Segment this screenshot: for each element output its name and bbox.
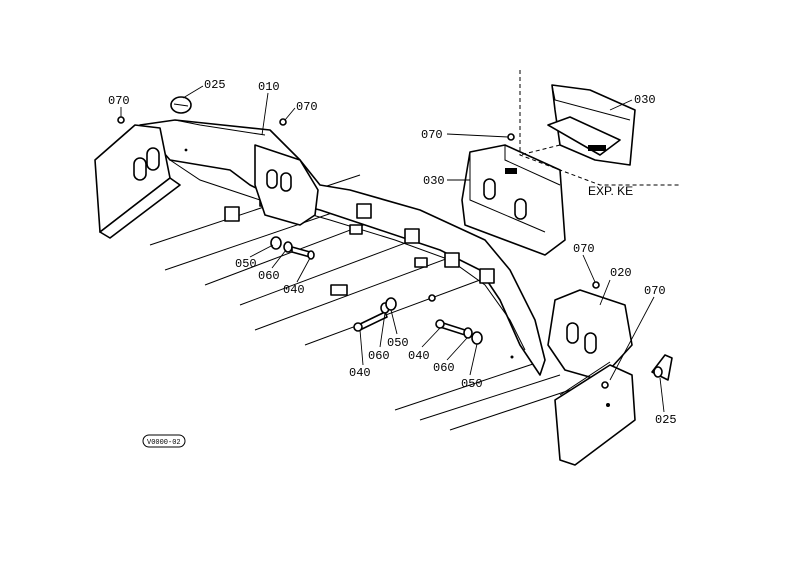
label-060-right: 060 [433,361,455,375]
label-040-middle: 040 [349,366,371,380]
label-025-left: 025 [204,78,226,92]
weight-block-center [461,144,566,256]
drawing-code-stamp: V0000-02 [142,434,186,448]
label-050-upper: 050 [235,257,257,271]
front-bumper-bar [139,119,546,376]
label-070-right: 070 [573,242,595,256]
pin-070-a [117,116,125,124]
label-050-right: 050 [461,377,483,391]
callout-labels: 070 025 010 070 070 030 030 EXP. KE 070 … [108,78,677,427]
label-060-upper: 060 [258,269,280,283]
guide-lines [149,174,571,431]
nut-050-upper [270,236,282,250]
label-040-upper: 040 [283,283,305,297]
pin-070-c [507,133,515,141]
caps-025 [170,96,673,381]
label-010: 010 [258,80,280,94]
label-070-upper: 070 [296,100,318,114]
label-025-right: 025 [655,413,677,427]
right-end-plate [547,289,636,466]
pin-070-e [601,381,609,389]
label-030-center: 030 [423,174,445,188]
label-exp-ke: EXP. KE [588,184,633,198]
leader-lines [120,85,665,413]
pin-070-b [279,118,287,126]
label-070-center: 070 [421,128,443,142]
label-030-exploded: 030 [634,93,656,107]
label-020: 020 [610,266,632,280]
pins-070 [117,116,609,389]
label-060-middle: 060 [368,349,390,363]
label-070-far-right: 070 [644,284,666,298]
label-050-middle: 050 [387,336,409,350]
weight-block-exploded [519,70,680,186]
label-070-left: 070 [108,94,130,108]
left-end-plate [94,124,319,239]
pin-070-d [592,281,600,289]
label-040-right: 040 [408,349,430,363]
drawing-code-text: V0000-02 [147,439,181,447]
